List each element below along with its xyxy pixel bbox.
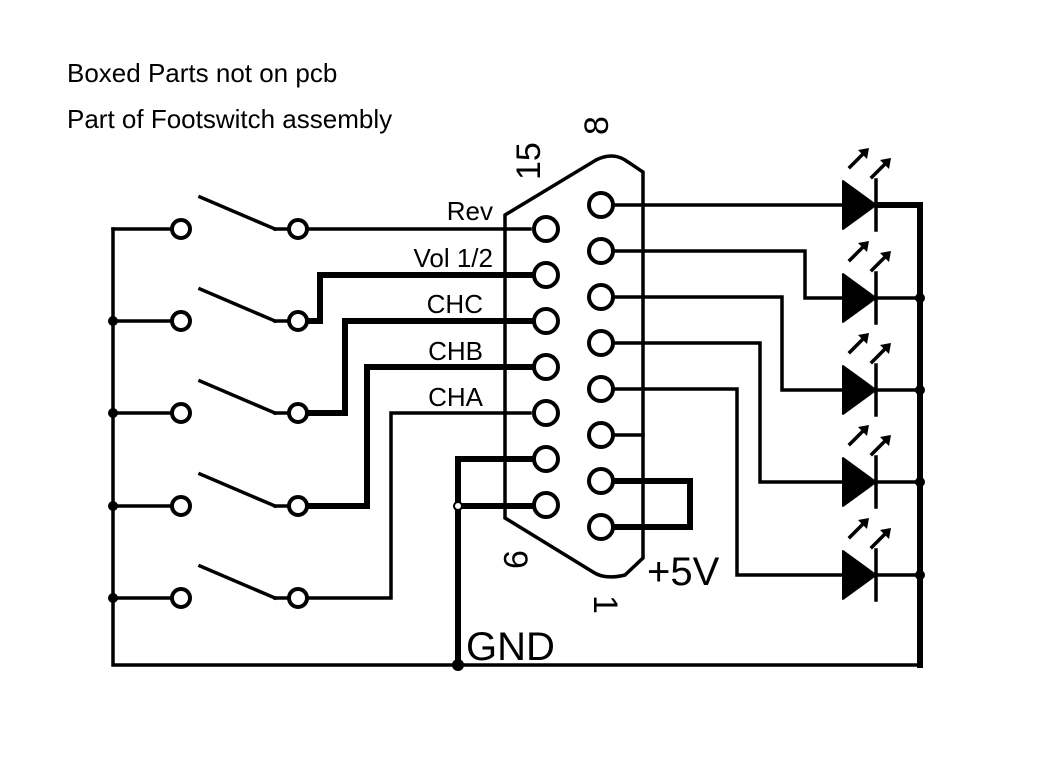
note-footswitch: Part of Footswitch assembly [67, 104, 392, 134]
pin-number-9: 9 [496, 550, 534, 569]
switch-terminal [287, 402, 309, 424]
signal-label-cha: CHA [428, 382, 484, 412]
switch-terminal [170, 495, 192, 517]
connector-pin [532, 307, 560, 335]
connector-pin [532, 215, 560, 243]
note-boxed-parts: Boxed Parts not on pcb [67, 58, 337, 88]
connector-pin [587, 513, 615, 541]
switch-lever [197, 378, 278, 416]
connector-pin [587, 329, 615, 357]
switch-terminal [170, 218, 192, 240]
switch-common-stubs [111, 227, 172, 600]
led-icon [842, 333, 891, 417]
footswitch [170, 378, 309, 424]
switch-terminal [287, 587, 309, 609]
switch-terminal [287, 218, 309, 240]
connector-pin [587, 237, 615, 265]
connector-pin [532, 491, 560, 519]
footswitch [170, 194, 309, 240]
connector-pin [587, 191, 615, 219]
pin-number-8: 8 [578, 116, 616, 135]
pin-number-15: 15 [510, 142, 548, 180]
footswitch [170, 286, 309, 332]
led-icon [842, 148, 891, 232]
connector-shell [503, 154, 645, 579]
switch-common-bus [111, 227, 922, 667]
connector-pin [587, 421, 615, 449]
gnd-wire [455, 456, 533, 668]
gnd-label: GND [466, 625, 555, 669]
switch-lever [197, 286, 278, 324]
leds [842, 148, 891, 602]
switch-lever [197, 471, 278, 509]
junction-open [453, 501, 463, 511]
switch-terminal [287, 310, 309, 332]
connector-pin [532, 261, 560, 289]
footswitch [170, 471, 309, 517]
led-wiring [612, 203, 852, 577]
connector-pin [532, 399, 560, 427]
led-cathode-bus [875, 202, 923, 668]
led-icon [842, 425, 891, 509]
switch-lever [197, 194, 278, 232]
switch-terminal [170, 402, 192, 424]
vcc-label: +5V [647, 550, 720, 594]
signal-label-chb: CHB [428, 336, 483, 366]
footswitch [170, 563, 309, 609]
connector-pin [587, 375, 615, 403]
switch-wiring [305, 227, 533, 600]
led-cathode-stubs [876, 293, 925, 580]
signal-label-rev: Rev [447, 196, 493, 226]
connector-pin [532, 445, 560, 473]
switch-terminal [170, 310, 192, 332]
connector-pin [532, 353, 560, 381]
switch-terminal [170, 587, 192, 609]
switch-lever [197, 563, 278, 601]
led-icon [842, 518, 891, 602]
connector-pin [587, 467, 615, 495]
signal-label-chc: CHC [427, 289, 483, 319]
connector-pin [587, 283, 615, 311]
switch-terminal [287, 495, 309, 517]
connector-pins [532, 191, 615, 541]
led-icon [842, 241, 891, 325]
signal-label-vol: Vol 1/2 [413, 243, 493, 273]
footswitches [170, 194, 309, 609]
pin-number-1: 1 [586, 595, 624, 614]
